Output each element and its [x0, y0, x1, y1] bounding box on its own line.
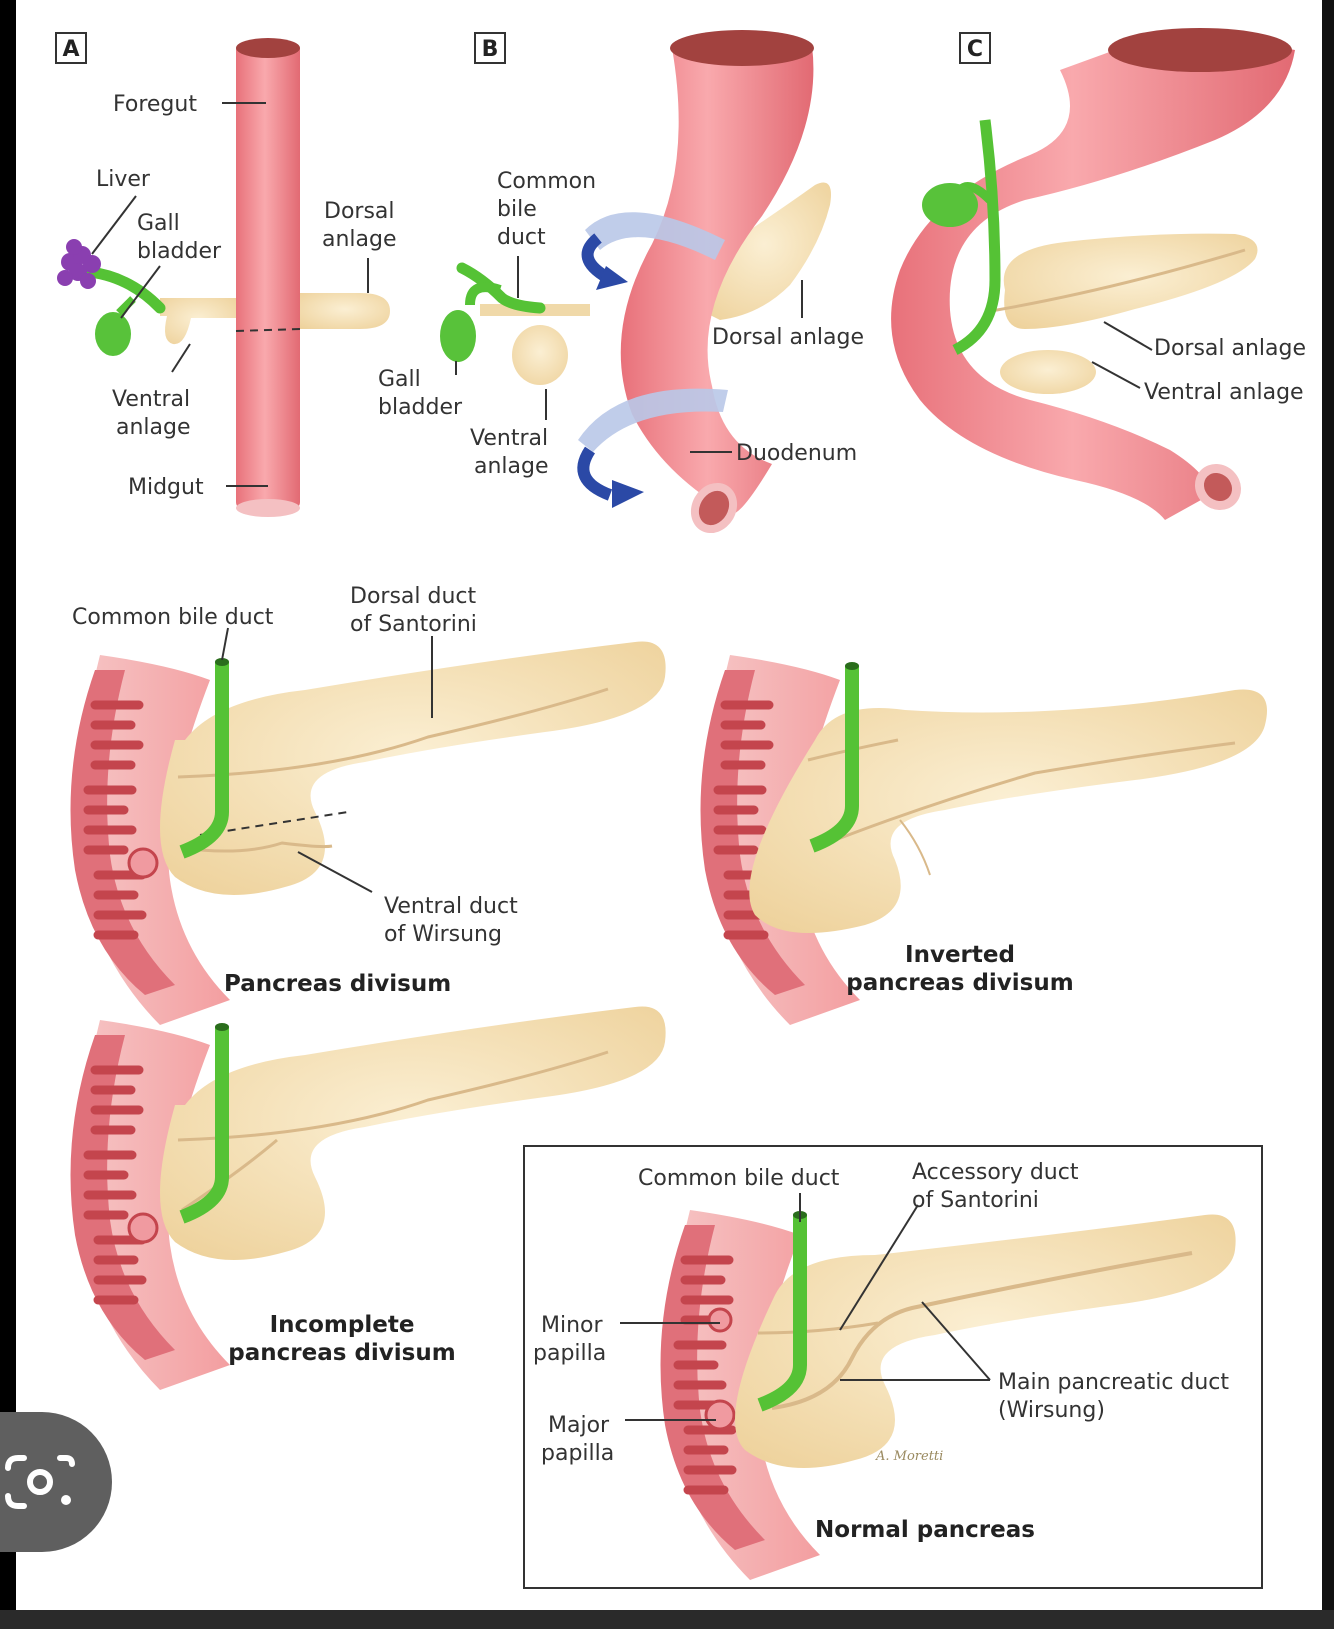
gall-bladder-a	[95, 312, 131, 356]
google-lens-button[interactable]	[0, 1412, 112, 1552]
inverted-pancreas-divisum: Inverted pancreas divisum	[700, 655, 1267, 1025]
artist-signature: A. Moretti	[875, 1449, 943, 1464]
label-cbd-divisum: Common bile duct	[72, 605, 274, 630]
label-foregut: Foregut	[113, 92, 197, 117]
panel-a: A Foregut Liver Gall bladder Dorsal	[55, 32, 397, 517]
label-gall-b-2: bladder	[378, 395, 463, 420]
label-dorsal-a-2: anlage	[322, 227, 397, 252]
pancreas-body-normal	[735, 1214, 1236, 1468]
right-dark-margin	[1322, 0, 1334, 1629]
label-major-1: Major	[548, 1413, 610, 1438]
ventral-anlage-b	[512, 325, 568, 385]
left-black-margin	[0, 0, 16, 1629]
title-incomplete-2: pancreas divisum	[228, 1340, 455, 1366]
label-ventral-b-1: Ventral	[470, 426, 548, 451]
dorsal-anlage-a	[300, 293, 390, 329]
label-gall-b-1: Gall	[378, 367, 421, 392]
label-dorsal-a-1: Dorsal	[324, 199, 395, 224]
incomplete-pancreas-divisum: Incomplete pancreas divisum	[70, 1006, 666, 1390]
label-ventral-c: Ventral anlage	[1144, 380, 1304, 405]
label-accessory-2: of Santorini	[912, 1188, 1039, 1213]
panel-b-letter-box	[474, 32, 506, 64]
panel-a-letter-box	[55, 32, 87, 64]
label-ventral-a-2: anlage	[116, 415, 191, 440]
liver-a	[57, 239, 101, 289]
label-main-duct-2: (Wirsung)	[998, 1398, 1105, 1423]
panel-c-letter: C	[967, 37, 983, 62]
label-main-duct-1: Main pancreatic duct	[998, 1370, 1229, 1395]
label-cbd-b-1: Common	[497, 169, 596, 194]
title-inverted-2: pancreas divisum	[846, 970, 1073, 996]
dorsal-anlage-b	[698, 182, 831, 320]
pancreas-body-incomplete	[160, 1006, 666, 1260]
label-ventral-a-1: Ventral	[112, 387, 190, 412]
title-incomplete-1: Incomplete	[270, 1312, 415, 1338]
label-minor-2: papilla	[533, 1341, 606, 1366]
pancreas-development-diagram: A Foregut Liver Gall bladder Dorsal	[55, 28, 1306, 1589]
label-duodenum: Duodenum	[736, 441, 857, 466]
gall-bladder-c	[922, 183, 978, 227]
label-cbd-b-2: bile	[497, 197, 537, 222]
gall-bladder-b	[440, 310, 476, 362]
rotation-arrow-lower	[578, 388, 728, 452]
rotation-arrow-upper	[585, 212, 725, 260]
duodenum-c	[891, 40, 1295, 520]
label-accessory-1: Accessory duct	[912, 1160, 1079, 1185]
google-lens-icon	[5, 1455, 75, 1509]
panel-a-letter: A	[62, 37, 79, 62]
label-dorsal-b: Dorsal anlage	[712, 325, 864, 350]
pancreas-body-inverted	[749, 689, 1267, 933]
label-minor-1: Minor	[541, 1313, 603, 1338]
pancreas-body-divisum	[160, 641, 666, 895]
bottom-dark-bar	[0, 1610, 1334, 1629]
panel-c-letter-box	[959, 32, 991, 64]
panel-c: C Dorsal anlage Ventral anlage	[891, 28, 1306, 520]
pancreas-divisum: Common bile duct Dorsal duct of Santorin…	[70, 584, 666, 1025]
label-midgut: Midgut	[128, 475, 204, 500]
label-gall-bladder-a-1: Gall	[137, 211, 180, 236]
label-gall-bladder-a-2: bladder	[137, 239, 222, 264]
title-normal-pancreas: Normal pancreas	[815, 1517, 1035, 1543]
label-liver: Liver	[96, 167, 151, 192]
label-cbd-b-3: duct	[497, 225, 546, 250]
label-dorsal-duct-1: Dorsal duct	[350, 584, 476, 609]
normal-pancreas-frame	[523, 1145, 1263, 1589]
panel-b-letter: B	[482, 37, 499, 62]
label-dorsal-c: Dorsal anlage	[1154, 336, 1306, 361]
label-ventral-b-2: anlage	[474, 454, 549, 479]
label-ventral-duct-1: Ventral duct	[384, 894, 518, 919]
label-cbd-normal: Common bile duct	[638, 1166, 840, 1191]
label-ventral-duct-2: of Wirsung	[384, 922, 502, 947]
label-major-2: papilla	[541, 1441, 614, 1466]
ventral-pancreas-c	[1000, 350, 1096, 394]
panel-b: B Common bile duct Dorsal anlage Gall	[378, 30, 864, 534]
label-dorsal-duct-2: of Santorini	[350, 612, 477, 637]
normal-pancreas: Common bile duct Accessory duct of Santo…	[523, 1145, 1263, 1589]
title-inverted-1: Inverted	[905, 942, 1015, 968]
ventral-anlage-a	[160, 298, 236, 345]
foregut-midgut-tube	[236, 42, 300, 510]
title-pancreas-divisum: Pancreas divisum	[224, 971, 451, 997]
